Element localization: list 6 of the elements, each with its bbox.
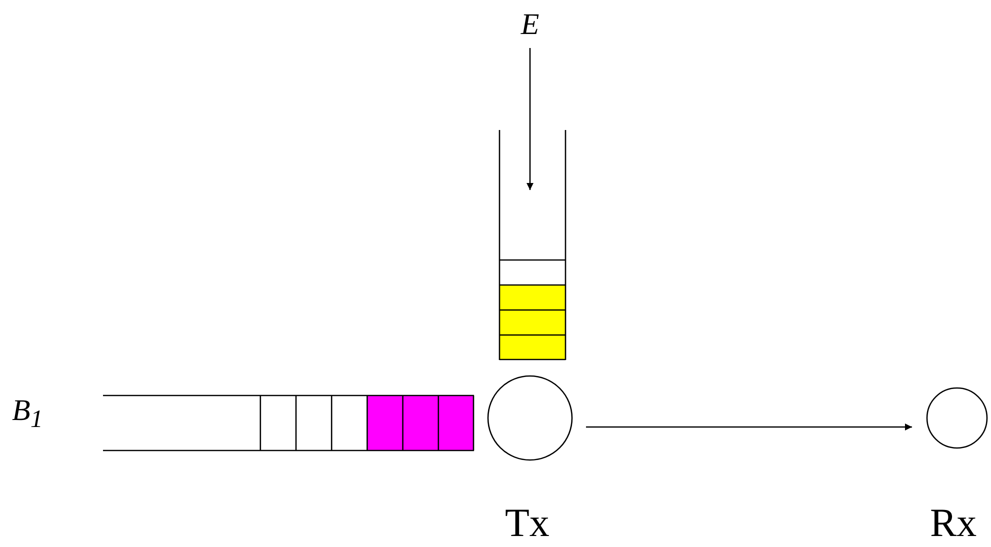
node-caption: Rx [930, 503, 977, 543]
node-caption: B$_{1}$ [12, 396, 43, 432]
node-caption: Tx [505, 503, 550, 543]
arrow [586, 424, 912, 430]
arrow [526, 48, 534, 190]
node-label: E [510, 8, 550, 48]
